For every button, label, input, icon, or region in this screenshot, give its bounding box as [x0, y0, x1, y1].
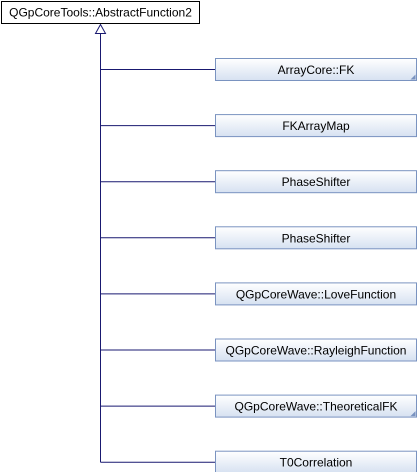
derived-class-node[interactable]: T0Correlation [215, 450, 417, 472]
derived-class-label: QGpCoreWave::RayleighFunction [226, 344, 407, 358]
derived-class-label: PhaseShifter [282, 231, 351, 245]
derived-class-nodes: ArrayCore::FKFKArrayMapPhaseShifterPhase… [215, 58, 417, 472]
derived-class-label: FKArrayMap [282, 119, 350, 133]
derived-class-label: PhaseShifter [282, 175, 351, 189]
base-class-node[interactable]: QGpCoreTools::AbstractFunction2 [1, 1, 200, 24]
base-class-box [1, 1, 200, 24]
derived-class-box [215, 394, 417, 418]
inheritance-arrow-icon [94, 23, 107, 34]
derived-class-box [215, 282, 417, 306]
derived-class-label: ArrayCore::FK [278, 63, 355, 77]
inheritance-edges [94, 23, 216, 463]
derived-class-box [215, 338, 417, 362]
derived-class-node[interactable]: QGpCoreWave::RayleighFunction [215, 338, 417, 362]
more-derived-corner-icon [410, 411, 416, 417]
derived-class-box [215, 58, 417, 81]
derived-class-label: T0Correlation [280, 456, 353, 470]
derived-class-node[interactable]: ArrayCore::FK [215, 58, 417, 81]
derived-class-box [215, 450, 417, 472]
derived-class-node[interactable]: QGpCoreWave::LoveFunction [215, 282, 417, 306]
derived-class-box [215, 114, 417, 138]
more-derived-corner-icon [410, 74, 416, 80]
derived-class-node[interactable]: PhaseShifter [215, 170, 417, 194]
derived-class-node[interactable]: PhaseShifter [215, 226, 417, 250]
derived-class-node[interactable]: QGpCoreWave::TheoreticalFK [215, 394, 417, 418]
derived-class-node[interactable]: FKArrayMap [215, 114, 417, 138]
derived-class-box [215, 226, 417, 250]
derived-class-label: QGpCoreWave::LoveFunction [236, 287, 396, 301]
derived-class-label: QGpCoreWave::TheoreticalFK [235, 400, 398, 414]
base-class-label: QGpCoreTools::AbstractFunction2 [9, 6, 192, 20]
derived-class-box [215, 170, 417, 194]
